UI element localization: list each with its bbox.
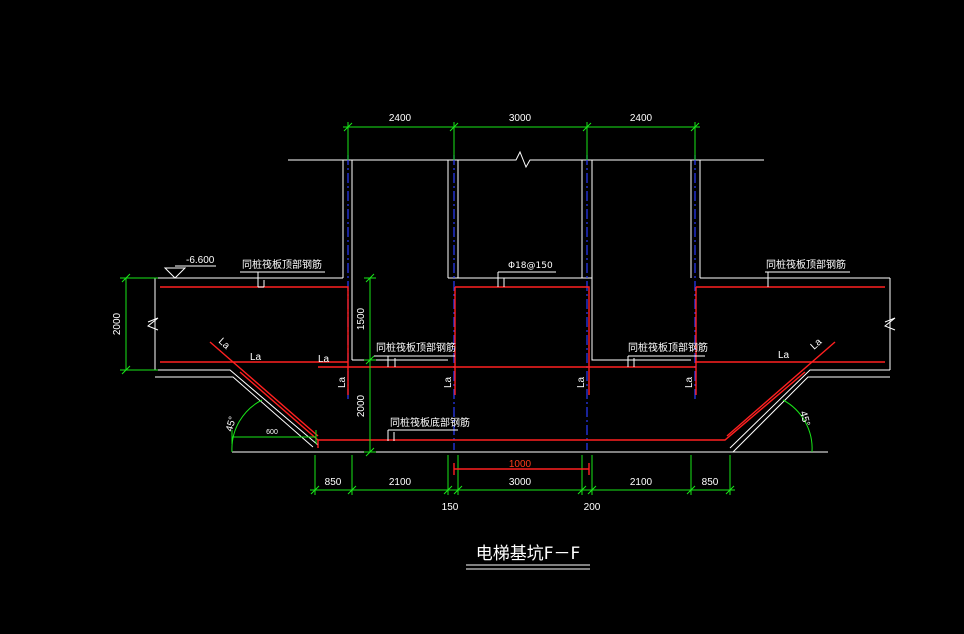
note-rebar-spec: Φ18@150 bbox=[508, 261, 553, 271]
la-label-2: La bbox=[318, 354, 330, 365]
note-bottom-rebar: 同桩筏板底部钢筋 bbox=[390, 416, 470, 429]
dimension-lines bbox=[120, 122, 813, 495]
dim-bottom-sub-left: 150 bbox=[442, 502, 459, 513]
dim-bottom-5: 850 bbox=[702, 477, 719, 488]
dim-mid-height-upper: 1500 bbox=[356, 307, 367, 330]
la-label-5: La bbox=[443, 376, 454, 388]
note-mid-rebar-right: 同桩筏板顶部钢筋 bbox=[628, 341, 708, 354]
dim-bottom-1: 850 bbox=[325, 477, 342, 488]
note-mid-rebar-left: 同桩筏板顶部钢筋 bbox=[376, 341, 456, 354]
la-label-6: La bbox=[576, 376, 587, 388]
dim-slope-offset: 600 bbox=[266, 429, 278, 436]
la-label-7: La bbox=[684, 376, 695, 388]
dim-bottom-sub-right: 200 bbox=[584, 502, 601, 513]
drawing-title: 电梯基坑F－F bbox=[476, 544, 581, 564]
elevation-marker bbox=[163, 265, 216, 279]
inner-dimension bbox=[453, 463, 590, 475]
title-underline bbox=[466, 564, 590, 570]
dim-bottom-3: 3000 bbox=[509, 477, 532, 488]
note-top-rebar-right: 同桩筏板顶部钢筋 bbox=[766, 258, 846, 271]
dim-top-left: 2400 bbox=[389, 113, 412, 124]
la-label-1: La bbox=[250, 352, 262, 363]
dim-mid-height-lower: 2000 bbox=[356, 394, 367, 417]
dim-bottom-inner: 1000 bbox=[509, 459, 532, 470]
rebar-lines bbox=[160, 286, 885, 448]
axis-lines bbox=[347, 155, 696, 450]
angle-right: 45° bbox=[797, 410, 812, 427]
note-leaders bbox=[240, 271, 850, 441]
la-label-3: La bbox=[778, 350, 790, 361]
la-label-4: La bbox=[337, 376, 348, 388]
la-label-9: La bbox=[809, 336, 825, 352]
dim-left-height: 2000 bbox=[112, 312, 123, 335]
note-top-rebar-left: 同桩筏板顶部钢筋 bbox=[242, 258, 322, 271]
structure-outline bbox=[147, 150, 896, 453]
dim-bottom-2: 2100 bbox=[389, 477, 412, 488]
angle-left: 45° bbox=[224, 415, 239, 432]
dim-bottom-4: 2100 bbox=[630, 477, 653, 488]
dim-top-mid: 3000 bbox=[509, 113, 532, 124]
elevation-label: -6.600 bbox=[186, 255, 215, 266]
dim-top-right: 2400 bbox=[630, 113, 653, 124]
